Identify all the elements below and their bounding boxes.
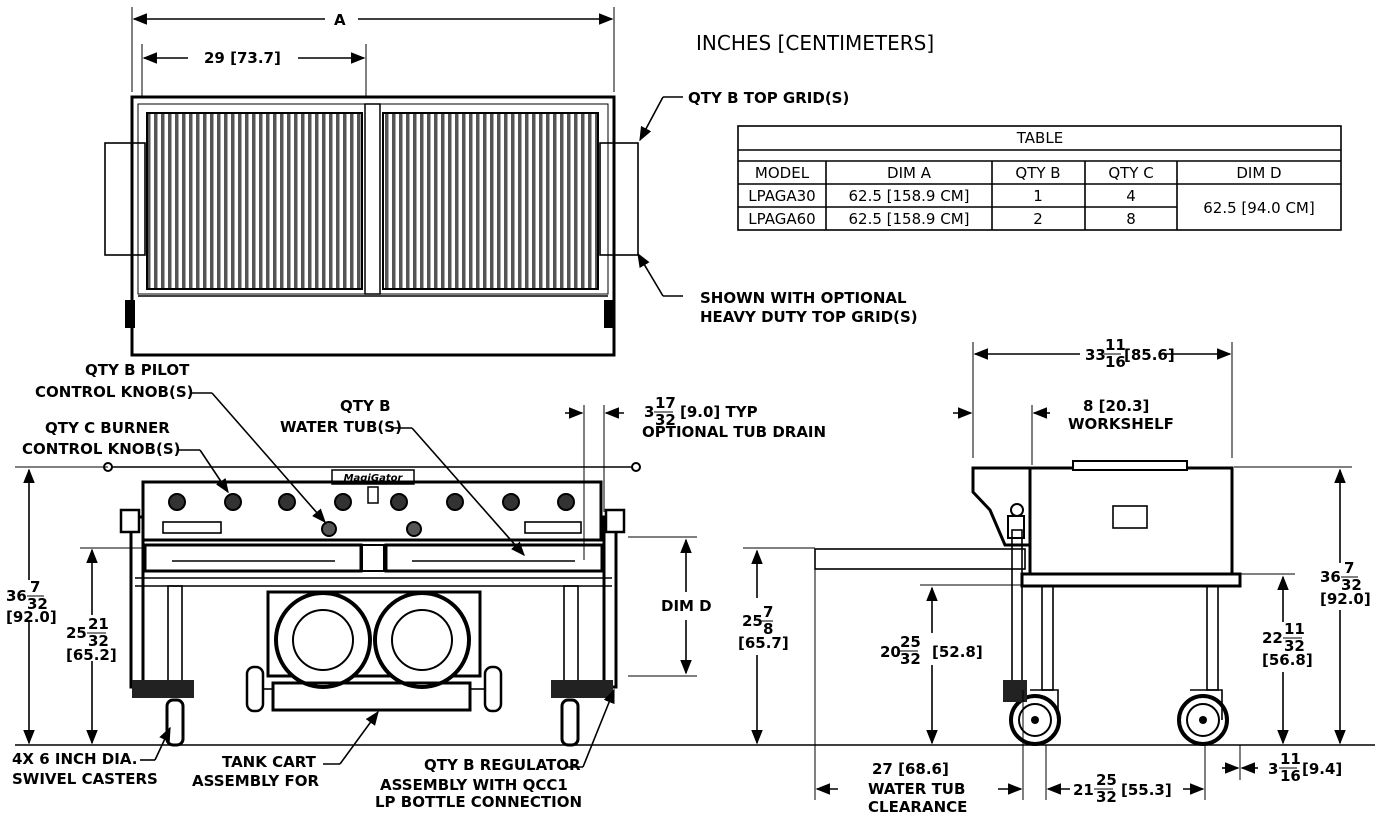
table-title: TABLE: [1016, 129, 1063, 147]
pilot-callout-2: CONTROL KNOB(S): [35, 383, 194, 401]
workshelf-label: WORKSHELF: [1068, 415, 1174, 433]
side-depth-whole: 33: [1085, 346, 1106, 364]
side-right-num: 11: [1284, 620, 1305, 638]
front-height-whole: 36: [6, 587, 27, 605]
offset-cm: [9.4]: [1302, 760, 1342, 778]
side-height-whole: 36: [1320, 568, 1341, 586]
wheelbase-whole: 21: [1073, 781, 1094, 799]
control-knobs: [168, 493, 575, 537]
front-height-cm: [92.0]: [6, 608, 57, 626]
table-row-1-qty-b: 1: [1033, 187, 1043, 205]
clearance-label-2: CLEARANCE: [868, 798, 967, 816]
side-mid-whole: 20: [880, 643, 901, 661]
regulator-callout-2: ASSEMBLY WITH QCC1: [380, 776, 568, 794]
front-tub-den: 32: [88, 632, 109, 650]
side-mid-num: 25: [900, 633, 921, 651]
wheelbase-den: 32: [1096, 788, 1117, 806]
clearance-dim: 27 [68.6]: [872, 760, 949, 778]
offset-den: 16: [1280, 767, 1301, 785]
side-right-cm: [56.8]: [1262, 651, 1313, 669]
side-mid-cm: [52.8]: [932, 643, 983, 661]
drain-label: OPTIONAL TUB DRAIN: [642, 423, 826, 441]
drain-num: 17: [655, 394, 676, 412]
front-tub-whole: 25: [66, 624, 87, 642]
table-row-2-qty-c: 8: [1126, 210, 1136, 228]
regulator-callout-1: QTY B REGULATOR: [424, 756, 581, 774]
top-view: A 29 [73.7] QTY B TOP GRID(S) SHOWN WITH…: [104, 7, 918, 357]
top-grid-right: [382, 112, 599, 290]
casters-callout-2: SWIVEL CASTERS: [12, 770, 158, 788]
table-header-model: MODEL: [755, 164, 810, 182]
top-grid-callout: QTY B TOP GRID(S): [688, 89, 849, 107]
dim-grid-width-label: 29 [73.7]: [204, 49, 281, 67]
brand-plate: MagiGator: [344, 473, 404, 484]
optional-grid-callout-1: SHOWN WITH OPTIONAL: [700, 289, 907, 307]
table-row-1-model: LPAGA30: [748, 187, 815, 205]
water-tub-callout-2: WATER TUB(S): [280, 418, 402, 436]
water-tub-callout-1: QTY B: [340, 397, 391, 415]
workshelf-dim: 8 [20.3]: [1083, 397, 1149, 415]
front-height-num: 7: [30, 578, 40, 596]
side-depth-num: 11: [1105, 336, 1126, 354]
table-dim-d-value: 62.5 [94.0 CM]: [1203, 199, 1314, 217]
dim-a-label: A: [334, 11, 346, 29]
wheelbase-num: 25: [1096, 771, 1117, 789]
drain-den: 32: [655, 411, 676, 429]
table-header-qty-c: QTY C: [1108, 164, 1153, 182]
offset-whole: 3: [1268, 760, 1278, 778]
front-tub-num: 21: [88, 615, 109, 633]
table-row-2-qty-b: 2: [1033, 210, 1043, 228]
table-row-2-model: LPAGA60: [748, 210, 815, 228]
clearance-label-1: WATER TUB: [868, 780, 965, 798]
units-note: INCHES [CENTIMETERS]: [696, 31, 934, 55]
wheelbase-cm: [55.3]: [1121, 781, 1172, 799]
drain-whole: 3: [644, 403, 654, 421]
side-mid-den: 32: [900, 650, 921, 668]
side-left-whole: 25: [742, 612, 763, 630]
burner-callout-1: QTY C BURNER: [45, 419, 170, 437]
table-row-1-qty-c: 4: [1126, 187, 1136, 205]
side-height-den: 32: [1341, 576, 1362, 594]
tank-cart-callout-1: TANK CART: [222, 753, 317, 771]
table-row-2-dim-a: 62.5 [158.9 CM]: [849, 210, 970, 228]
table-row-1-dim-a: 62.5 [158.9 CM]: [849, 187, 970, 205]
table-header-qty-b: QTY B: [1015, 164, 1060, 182]
side-depth-cm: [85.6]: [1124, 346, 1175, 364]
regulator-callout-3: LP BOTTLE CONNECTION: [375, 793, 582, 811]
optional-grid-callout-2: HEAVY DUTY TOP GRID(S): [700, 308, 918, 326]
burner-callout-2: CONTROL KNOB(S): [22, 440, 181, 458]
top-grid-left: [146, 112, 363, 290]
table-header-dim-a: DIM A: [887, 164, 932, 182]
offset-num: 11: [1280, 750, 1301, 768]
casters-callout-1: 4X 6 INCH DIA.: [12, 750, 137, 768]
side-right-den: 32: [1284, 637, 1305, 655]
front-height-den: 32: [27, 595, 48, 613]
side-view: 33 11 16 [85.6] 8 [20.3] WORKSHELF 25 7 …: [738, 336, 1371, 816]
front-tub-cm: [65.2]: [66, 646, 117, 664]
side-right-whole: 22: [1262, 629, 1283, 647]
front-view: MagiGator: [2, 361, 1375, 811]
side-height-num: 7: [1344, 559, 1354, 577]
table-header-dim-d: DIM D: [1236, 164, 1281, 182]
side-left-num: 7: [763, 603, 773, 621]
spec-table: TABLE MODEL DIM A QTY B QTY C DIM D LPAG…: [737, 125, 1342, 231]
pilot-callout-1: QTY B PILOT: [85, 361, 190, 379]
side-left-cm: [65.7]: [738, 634, 789, 652]
drain-rest: [9.0] TYP: [680, 403, 758, 421]
side-left-den: 8: [763, 620, 773, 638]
side-depth-den: 16: [1105, 353, 1126, 371]
side-height-cm: [92.0]: [1320, 590, 1371, 608]
dim-d-label: DIM D: [661, 597, 712, 615]
tank-cart-callout-2: ASSEMBLY FOR: [192, 772, 319, 790]
